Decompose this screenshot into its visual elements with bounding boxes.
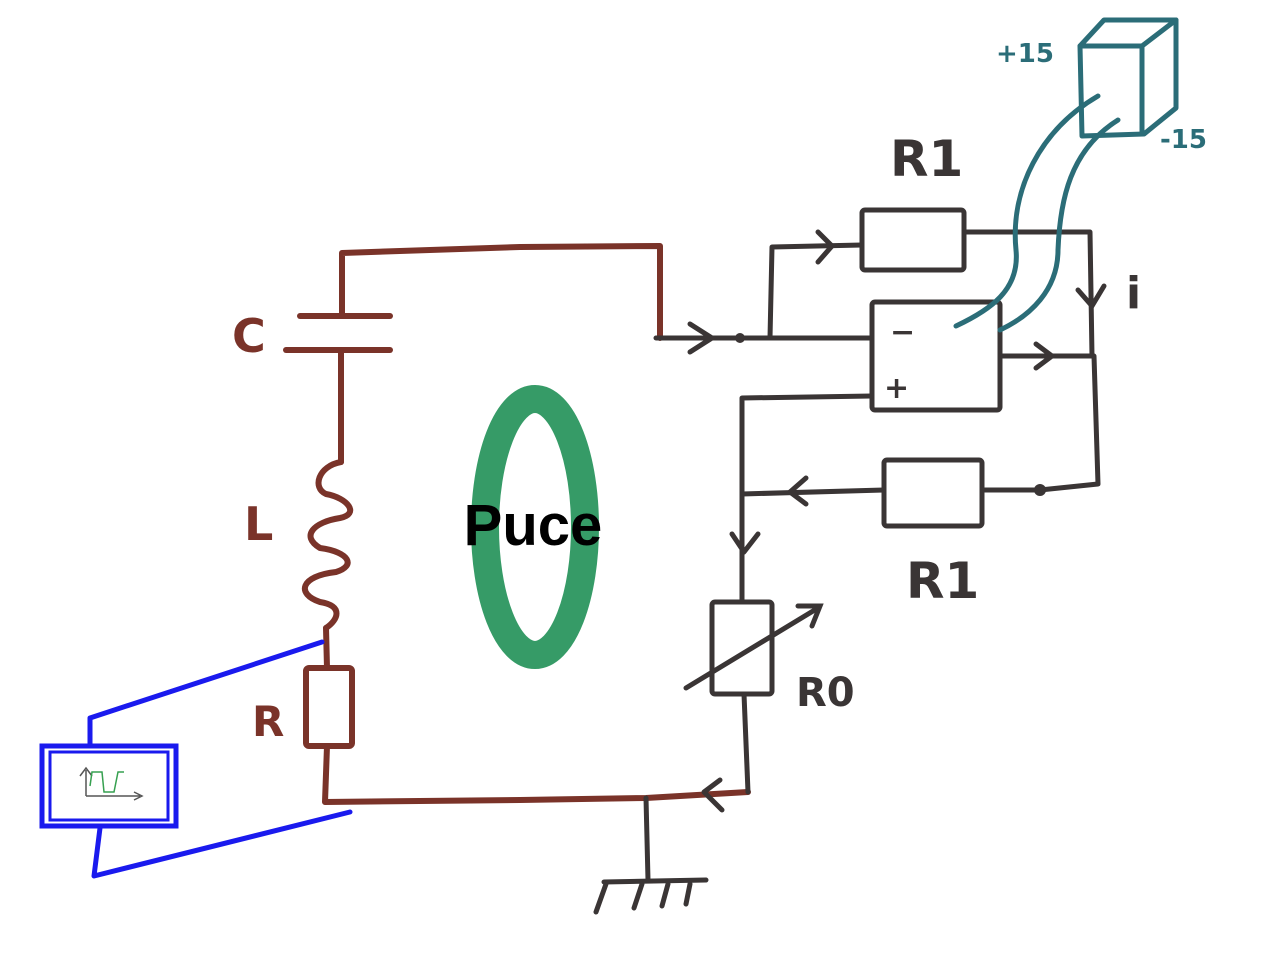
resistor-r1-bottom [881, 457, 985, 529]
arrow-output [1033, 341, 1055, 371]
arrow-r1-top [815, 229, 835, 265]
opamp-minus-sign: − [890, 315, 915, 350]
resistor-r1-top [859, 207, 967, 273]
arrow-ground [701, 777, 725, 813]
power-supply-box-icon [1077, 17, 1179, 139]
rlc-bottom-wire [322, 743, 751, 805]
label-supply-plus: +15 [996, 39, 1054, 69]
arrow-down-r0 [729, 531, 761, 555]
label-supply-minus: -15 [1160, 125, 1207, 155]
wire-r1-output [961, 229, 1095, 359]
label-resistor: R [252, 697, 284, 746]
wire-r1-node [739, 487, 887, 497]
label-r1-top: R1 [890, 130, 963, 188]
inductor-coil [301, 459, 354, 631]
scope-probe-wires [87, 639, 353, 879]
node-output [1034, 484, 1046, 496]
label-inductor: L [244, 497, 273, 551]
arrow-input [687, 321, 715, 355]
rlc-loop [283, 243, 751, 805]
resistor-r [303, 665, 355, 749]
ground-icon [593, 877, 709, 915]
rlc-top-wire [339, 243, 663, 341]
power-cable [953, 93, 1121, 333]
wire-branch-r1 [767, 242, 865, 341]
ground-wire [643, 795, 651, 883]
puce-ring [471, 385, 599, 669]
oscilloscope-icon [39, 743, 179, 829]
label-current: i [1126, 268, 1141, 319]
variable-resistor-icon [683, 603, 824, 691]
probe-top-wire [87, 639, 325, 747]
wire-to-plus [739, 393, 875, 605]
probe-bottom-wire [91, 809, 353, 879]
puce-label: Puce [464, 493, 603, 558]
label-capacitor: C [232, 309, 266, 363]
label-r1-bottom: R1 [906, 552, 979, 610]
opamp-plus-sign: + [884, 371, 909, 406]
wire-opamp-output [981, 353, 1101, 493]
arrow-i-down [1075, 283, 1107, 309]
label-r0: R0 [796, 670, 855, 716]
wire-r0-ground [741, 691, 751, 795]
rlc-wire-l-r [323, 625, 330, 671]
resistor-r0 [709, 599, 775, 697]
node-input [735, 333, 745, 343]
current-arrows [687, 229, 1107, 813]
arrow-r1-bottom [787, 475, 809, 507]
